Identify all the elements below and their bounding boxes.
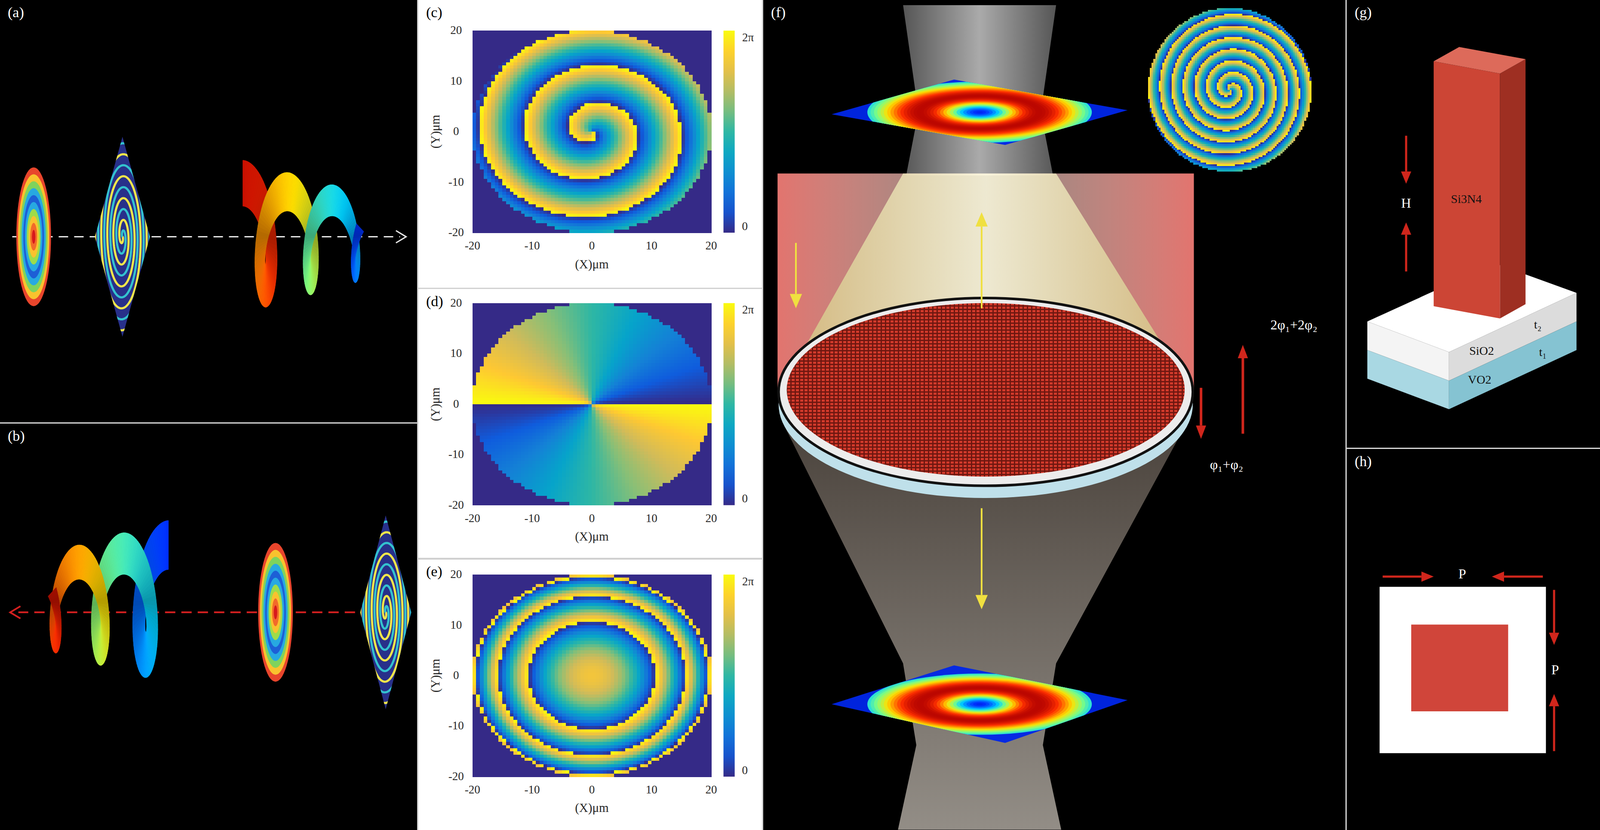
figure-page: (a)(b)(c)(d)(e)(f)(g)(h)20100-10-20-20-1… [0,0,1600,830]
